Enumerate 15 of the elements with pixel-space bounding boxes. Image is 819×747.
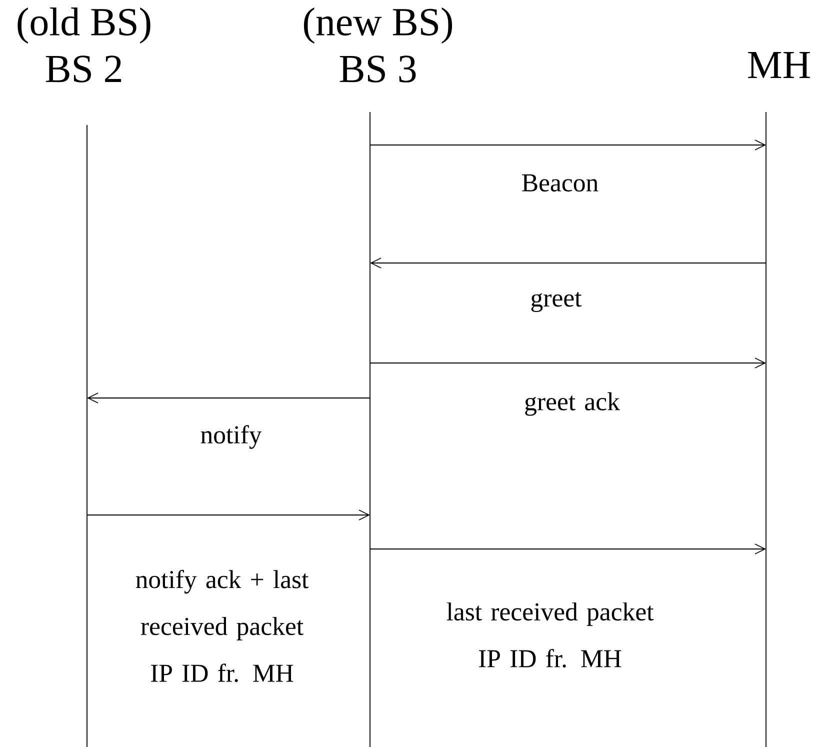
arrow — [370, 544, 766, 554]
edge-label: greet — [531, 292, 582, 312]
edge-label: notify ack + last received packet IP ID fr. MH — [136, 570, 309, 682]
edge-label: last received packet IP ID fr. MH — [446, 602, 654, 668]
lifeline-header: (old BS) BS 2 — [18, 8, 150, 82]
arrow — [87, 392, 370, 404]
arrow — [86, 510, 370, 520]
edge-label: Beacon — [522, 174, 598, 192]
lifeline-header: MH — [748, 52, 810, 78]
arrow — [370, 258, 766, 268]
edge-label: notify — [200, 425, 262, 449]
lifeline-header: (new BS) BS 3 — [304, 8, 452, 82]
arrow — [370, 140, 766, 150]
arrow — [370, 358, 766, 368]
edge-label: greet ack — [525, 392, 620, 416]
